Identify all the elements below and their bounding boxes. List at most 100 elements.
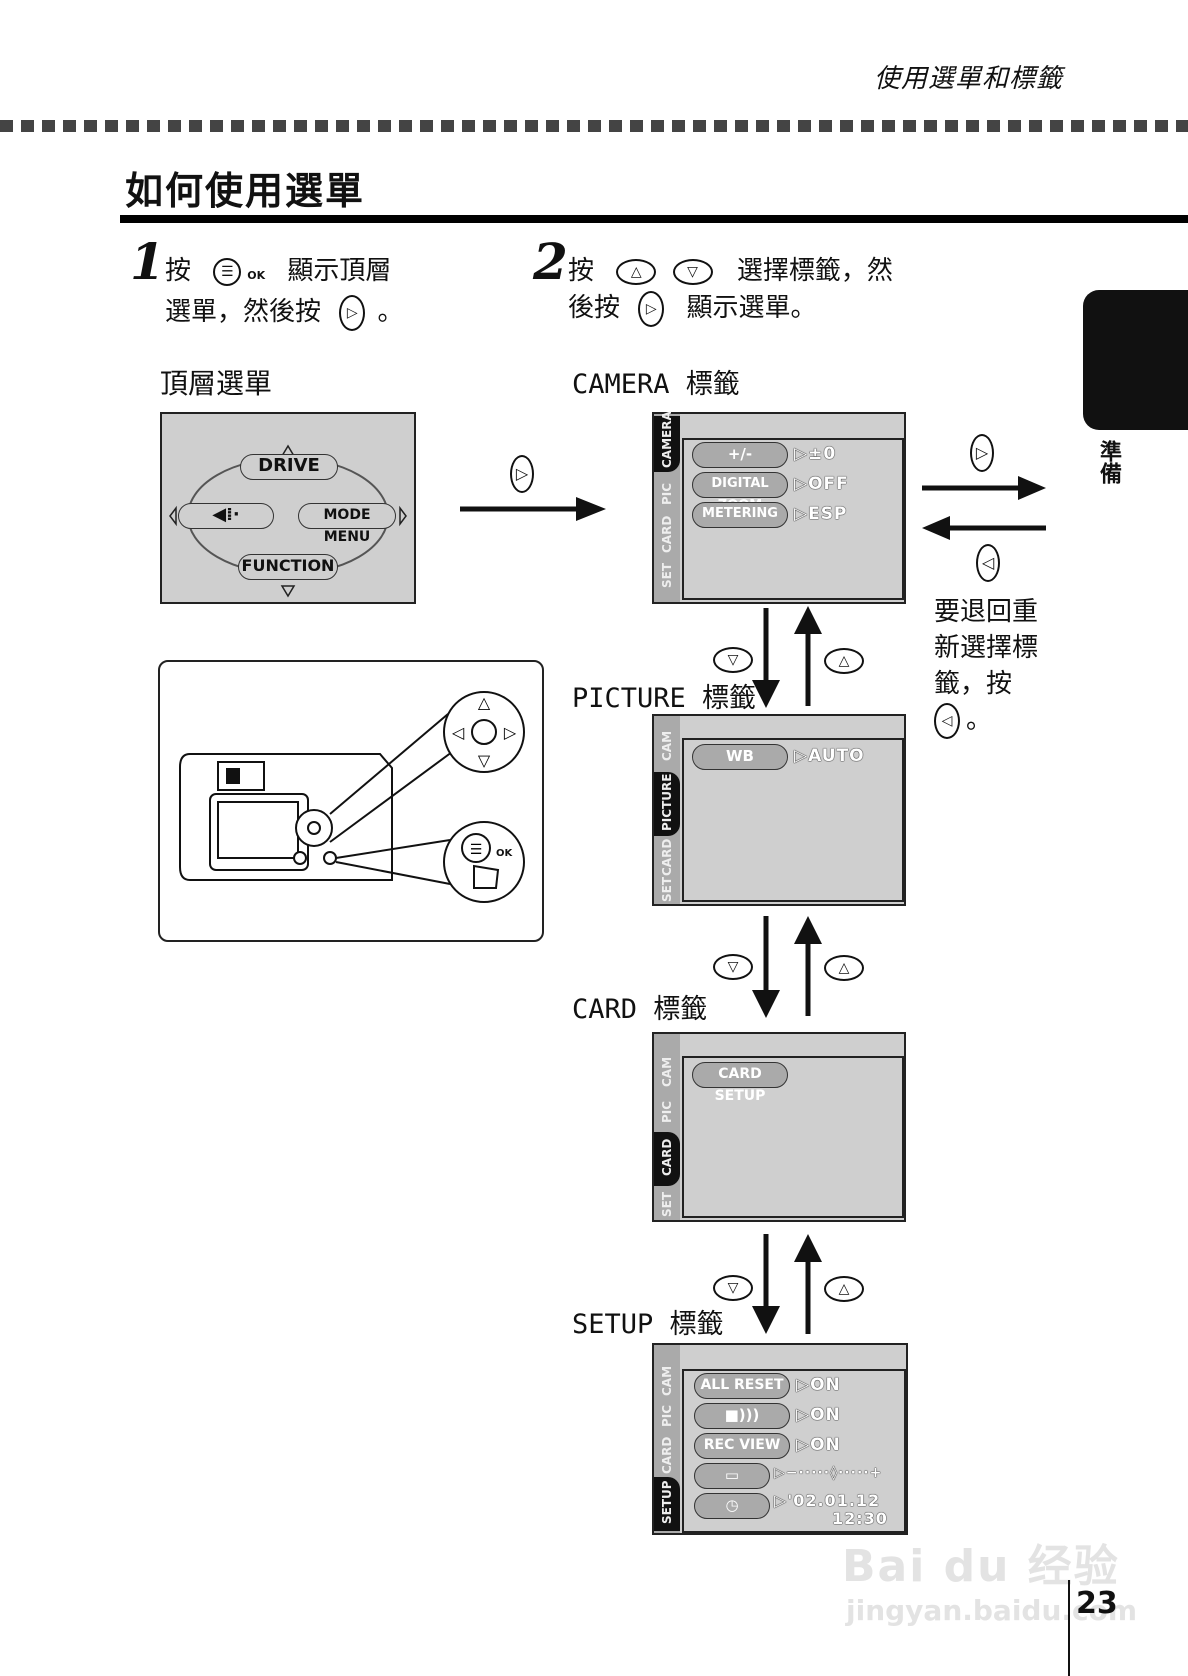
menu-ok-button-icon: ☰ <box>213 257 242 286</box>
tab-column: CAMERA PIC CARD SET <box>654 411 680 602</box>
beep-value: ▷ON <box>796 1405 841 1425</box>
flow-arrow-right <box>460 497 606 521</box>
mode-menu-item[interactable]: MODE MENU <box>298 503 396 545</box>
tab-camera-label: CAMERA <box>660 411 674 468</box>
watermark-brand: Bai du 经验 <box>842 1541 1120 1592</box>
exposure-comp-value: ▷±0 <box>794 444 837 464</box>
wb-item[interactable]: WB <box>692 744 788 770</box>
all-reset-item[interactable]: ALL RESET <box>694 1373 790 1399</box>
tab-picture-label: PICTURE <box>660 773 674 831</box>
metering-value: ▷ESP <box>794 504 848 524</box>
back-note: 要退回重 新選擇標 籤，按 ◁。 <box>934 594 1038 739</box>
top-menu-heading: 頂層選單 <box>160 367 273 400</box>
monitor-brightness-value: ▷−·····◊·····+ <box>774 1465 883 1481</box>
down-arrow-button-icon: ▽ <box>713 647 753 673</box>
step2-line1-post: 選擇標籤，然 <box>736 256 893 286</box>
tab-card-label: CARD <box>660 1138 674 1176</box>
right-arrow-button-icon: ▷ <box>339 294 366 331</box>
svg-text:☰: ☰ <box>470 842 483 858</box>
camera-tab-screen: CAMERA PIC CARD SET +/- ▷±0 DIGITAL ZOOM… <box>652 411 906 604</box>
tab-cam[interactable]: CAM <box>660 730 674 762</box>
tab-column: CAM PIC CARD SET <box>654 1034 680 1220</box>
tab-pic[interactable]: PIC <box>660 482 674 506</box>
beep-item[interactable]: ■))) <box>694 1403 790 1429</box>
right-arrow-button-icon: ▷ <box>510 455 534 493</box>
step1-text: 按 ☰OK 顯示頂層 選單，然後按 ▷ 。 <box>165 253 404 331</box>
digital-zoom-value: ▷OFF <box>794 474 849 494</box>
card-tab-heading: CARD 標籤 <box>572 994 708 1025</box>
step1-line1-post: 顯示頂層 <box>287 256 392 286</box>
dotted-divider <box>0 120 1188 132</box>
chapter-tab-label: 準備 <box>1096 440 1121 484</box>
vertical-flow-arrows <box>752 606 822 1334</box>
step1-number: 1 <box>130 232 165 291</box>
digital-zoom-item[interactable]: DIGITAL ZOOM <box>692 472 788 513</box>
tab-card-active[interactable]: CARD <box>654 1132 680 1186</box>
tab-picture-active[interactable]: PICTURE <box>654 772 680 836</box>
wb-value: ▷AUTO <box>794 746 865 766</box>
all-reset-value: ▷ON <box>796 1375 841 1395</box>
back-note-line4: ◁。 <box>934 702 1038 739</box>
camera-back-drawing: △ ▽ ◁ ▷ ☰ <box>179 691 525 903</box>
step1-line1-pre: 按 <box>165 256 192 286</box>
chapter-tab <box>1083 290 1188 430</box>
card-tab-screen: CAM PIC CARD SET CARD SETUP <box>652 1032 906 1222</box>
left-arrow-button-icon: ◁ <box>934 702 960 739</box>
card-setup-item[interactable]: CARD SETUP <box>692 1062 788 1104</box>
tab-cam[interactable]: CAM <box>660 1056 674 1088</box>
tab-set[interactable]: SET <box>660 562 674 588</box>
tab-card[interactable]: CARD <box>660 838 674 876</box>
left-arrow-button-icon: ◁ <box>976 544 1000 582</box>
tab-pic[interactable]: PIC <box>660 1404 674 1428</box>
down-arrow-button-icon: ▽ <box>713 954 753 980</box>
tab-column: CAM PICTURE CARD SET <box>654 716 680 904</box>
function-menu-item[interactable]: FUNCTION <box>238 554 338 580</box>
time-value: 12:30 <box>832 1509 888 1528</box>
right-arrow-button-icon: ▷ <box>638 290 665 327</box>
page-number-rule <box>1068 1580 1070 1676</box>
back-note-line3: 籤，按 <box>934 669 1013 699</box>
tab-switch-arrows <box>922 476 1046 540</box>
exposure-comp-item[interactable]: +/- <box>692 442 788 468</box>
step2-number: 2 <box>533 232 568 291</box>
drive-menu-item[interactable]: DRIVE <box>240 454 338 480</box>
watermark-url: jingyan.baidu.com <box>846 1594 1138 1627</box>
tab-card[interactable]: CARD <box>660 1436 674 1474</box>
ok-button-label: OK <box>496 848 513 859</box>
setup-tab-screen: CAM PIC CARD SETUP ALL RESET ▷ON ■))) ▷O… <box>652 1343 908 1535</box>
date-value: ▷'02.01.12 <box>774 1491 881 1510</box>
tab-cam[interactable]: CAM <box>660 1365 674 1397</box>
tab-pic[interactable]: PIC <box>660 1100 674 1124</box>
picture-tab-heading: PICTURE 標籤 <box>572 683 757 714</box>
tab-column: CAM PIC CARD SETUP <box>654 1345 680 1533</box>
step2-line1-pre: 按 <box>568 256 595 286</box>
tab-set[interactable]: SET <box>660 1191 674 1217</box>
tab-set[interactable]: SET <box>660 876 674 902</box>
rec-view-item[interactable]: REC VIEW <box>694 1433 790 1459</box>
camera-illustration: △ ▽ ◁ ▷ ☰ OK <box>158 660 544 942</box>
ok-small-label: OK <box>247 269 266 282</box>
up-arrow-button-icon: △ <box>824 1276 864 1302</box>
running-header: 使用選單和標籤 <box>873 64 1063 94</box>
setup-tab-heading: SETUP 標籤 <box>572 1309 724 1340</box>
step1-line2-pre: 選單，然後按 <box>165 297 322 327</box>
picture-tab-screen: CAM PICTURE CARD SET WB ▷AUTO <box>652 714 906 906</box>
down-arrow-button-icon: ▽ <box>713 1275 753 1301</box>
rec-view-value: ▷ON <box>796 1435 841 1455</box>
tab-setup-label: SETUP <box>660 1480 674 1524</box>
svg-text:△: △ <box>478 693 491 712</box>
up-arrow-button-icon: △ <box>824 955 864 981</box>
tab-setup-active[interactable]: SETUP <box>654 1477 680 1531</box>
picture-menu-frame <box>682 738 904 902</box>
svg-text:◁: ◁ <box>451 723 465 742</box>
metering-item[interactable]: METERING <box>692 502 788 528</box>
quick-view-menu-item[interactable]: ◀⁞· <box>178 503 274 529</box>
svg-text:▽: ▽ <box>478 751 491 770</box>
clock-item[interactable]: ◷ <box>694 1493 770 1519</box>
tab-card[interactable]: CARD <box>660 515 674 553</box>
svg-text:▷: ▷ <box>504 723 517 742</box>
tab-camera-active[interactable]: CAMERA <box>654 411 680 472</box>
monitor-brightness-item[interactable]: ▭ <box>694 1463 770 1489</box>
page-number: 23 <box>1076 1586 1118 1621</box>
step2-line2-pre: 後按 <box>568 293 621 323</box>
